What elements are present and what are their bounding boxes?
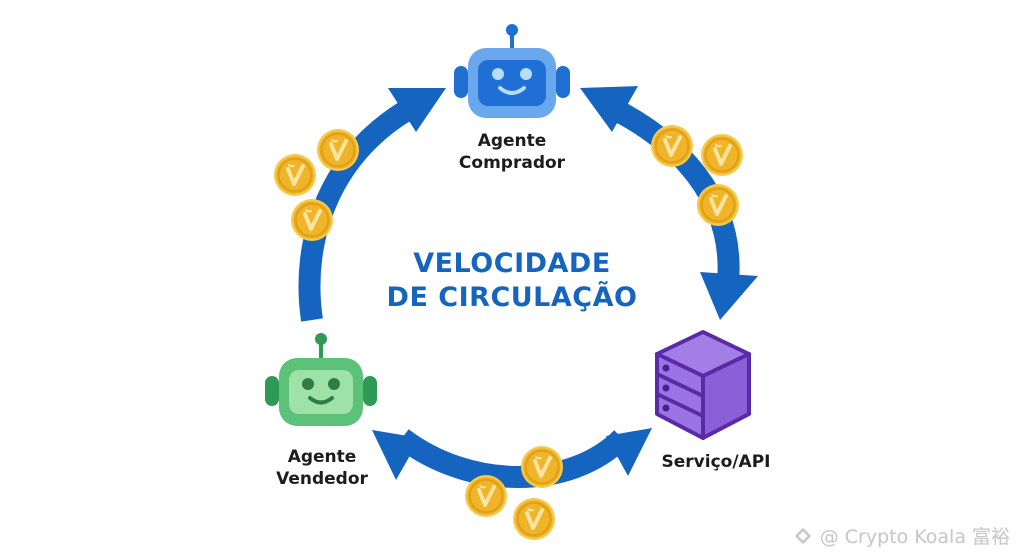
coin-icon xyxy=(463,473,509,519)
seller-label-line2: Vendedor xyxy=(276,469,368,489)
coin-icon xyxy=(649,123,695,169)
watermark-text: @ Crypto Koala 富裕 xyxy=(819,526,1010,548)
coin-icon xyxy=(272,152,318,198)
arrow-seller-service xyxy=(372,428,652,488)
coin-icon xyxy=(699,132,745,178)
coin-icon xyxy=(289,197,335,243)
coin-icon xyxy=(695,182,741,228)
robot-icon xyxy=(454,24,570,118)
binance-logo-icon xyxy=(795,527,811,544)
coin-icon xyxy=(511,496,557,542)
arrow-buyer-service xyxy=(580,86,758,320)
coin-icon xyxy=(315,127,361,173)
diagram-title: VELOCIDADE DE CIRCULAÇÃO xyxy=(362,247,662,315)
watermark: @ Crypto Koala 富裕 xyxy=(792,522,1010,549)
arrow-seller-to-buyer xyxy=(298,88,446,322)
buyer-label-line1: Agente xyxy=(477,131,547,151)
title-line1: VELOCIDADE xyxy=(413,248,611,279)
server-icon xyxy=(655,330,751,440)
title-line2: DE CIRCULAÇÃO xyxy=(386,282,638,313)
service-label: Serviço/API xyxy=(636,451,796,473)
service-label-text: Serviço/API xyxy=(661,452,771,472)
coin-icon xyxy=(519,444,565,490)
seller-label: Agente Vendedor xyxy=(242,446,402,490)
robot-icon xyxy=(265,333,377,426)
buyer-label: Agente Comprador xyxy=(432,130,592,174)
seller-label-line1: Agente xyxy=(287,447,357,467)
buyer-label-line2: Comprador xyxy=(458,153,566,173)
